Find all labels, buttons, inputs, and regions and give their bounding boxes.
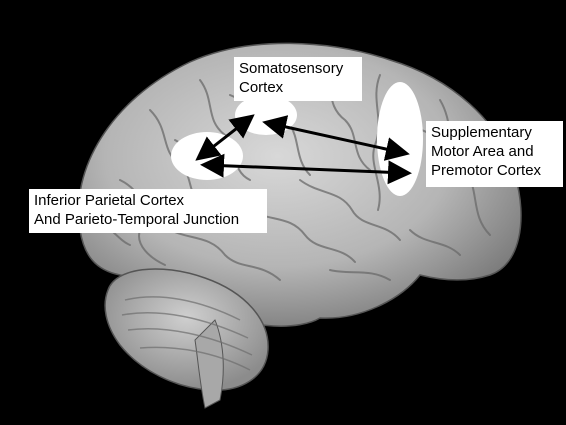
arrow-somato-ipc (195, 114, 255, 161)
sma-label-line2: Motor Area and (431, 143, 534, 160)
sma-label-line3: Premotor Cortex (431, 162, 542, 179)
cerebellum-folia (121, 296, 253, 371)
somatosensory-label-line2: Cortex (239, 79, 284, 96)
sma-region (377, 82, 423, 196)
arrow-ipc-sma (200, 153, 412, 185)
ipc-region (171, 132, 243, 180)
somatosensory-label: Somatosensory Cortex (234, 57, 362, 101)
sma-label: Supplementary Motor Area and Premotor Co… (426, 121, 563, 187)
somatosensory-label-line1: Somatosensory (239, 60, 344, 77)
connection-arrows (195, 114, 412, 185)
ipc-label-line2: And Parieto-Temporal Junction (34, 211, 240, 228)
ipc-label: Inferior Parietal Cortex And Parieto-Tem… (29, 189, 267, 233)
ipc-label-line1: Inferior Parietal Cortex (34, 192, 185, 209)
brainstem (194, 319, 224, 409)
arrow-somato-sma (262, 115, 410, 161)
somatosensory-region (235, 95, 297, 135)
sma-label-line1: Supplementary (431, 124, 532, 141)
